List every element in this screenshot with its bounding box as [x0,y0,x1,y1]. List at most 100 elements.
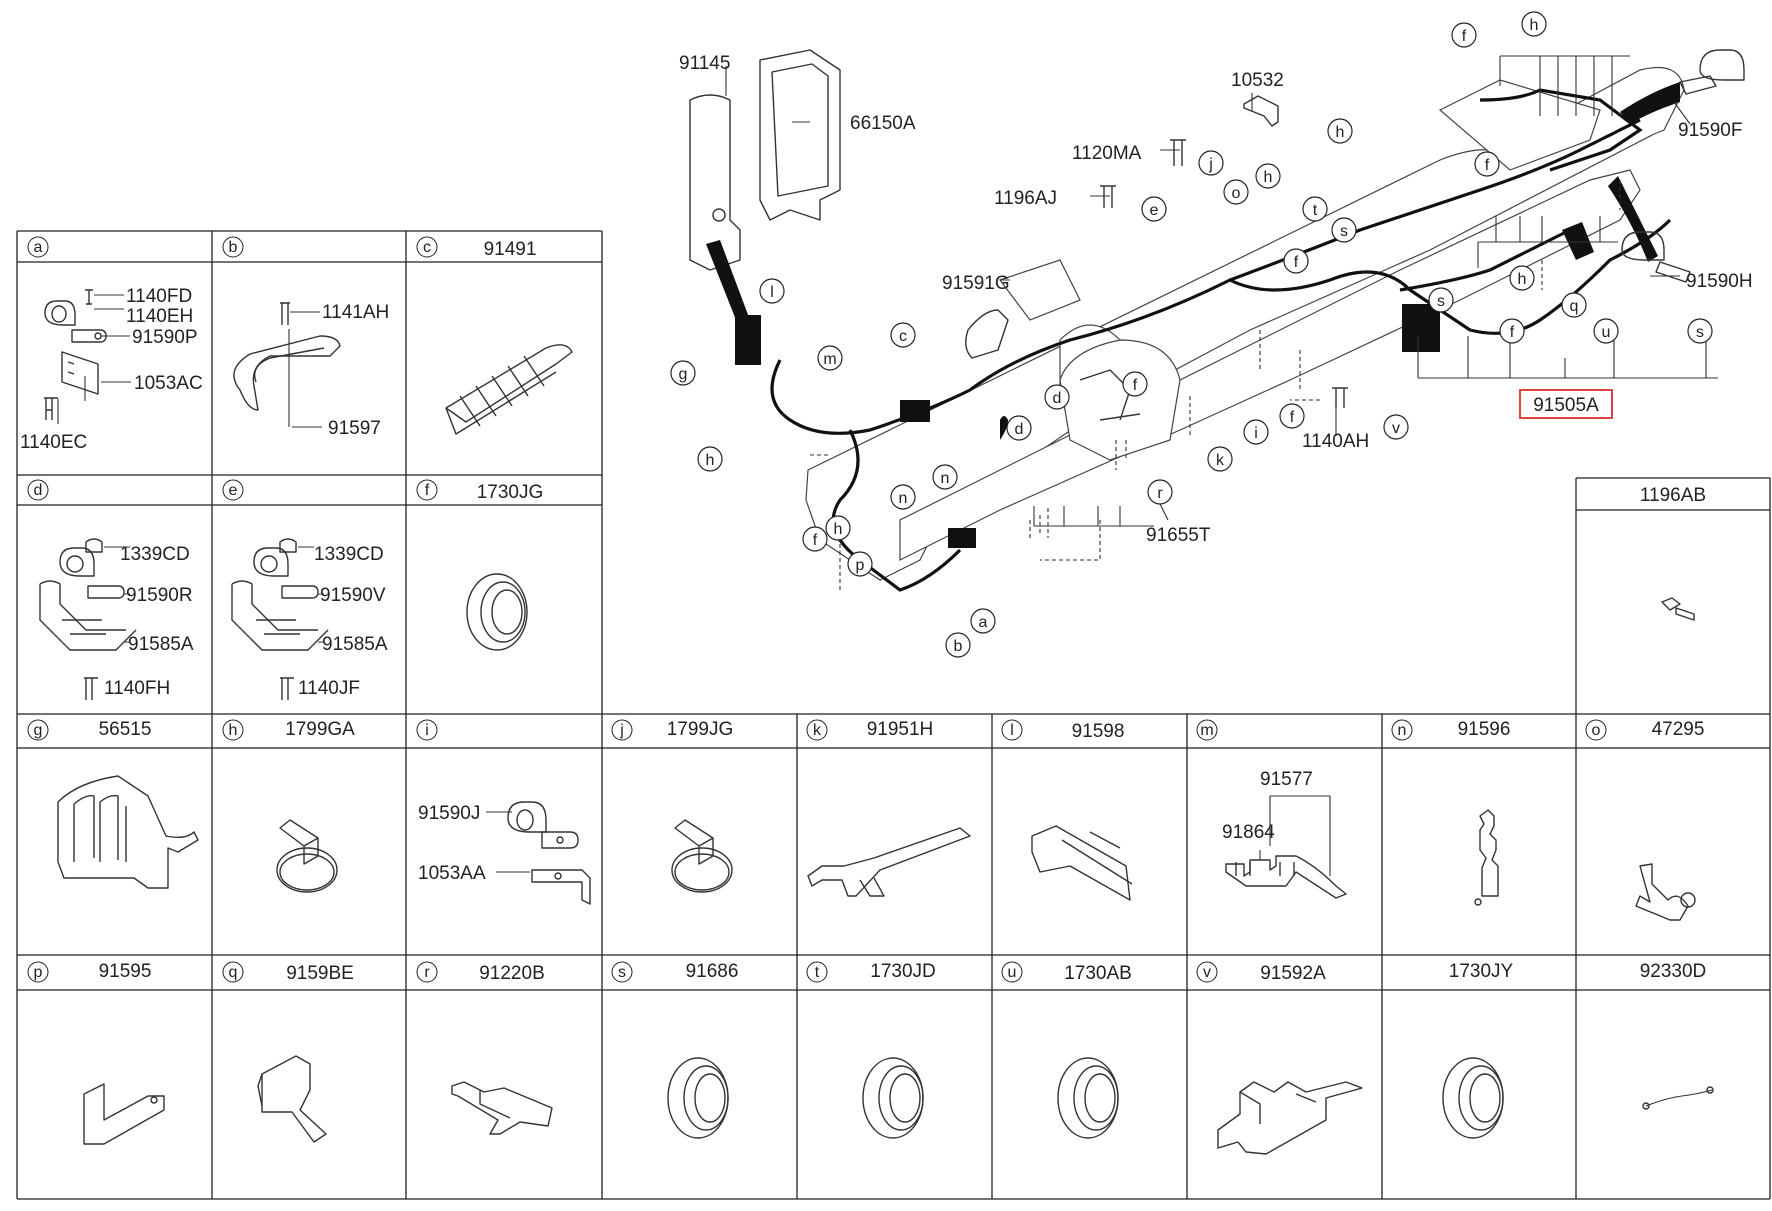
callout-label: m [823,351,836,368]
svg-text:91585A: 91585A [128,634,194,655]
callout-h: h [1327,118,1353,144]
svg-text:p: p [34,964,43,981]
callout-m: m [817,345,843,371]
callout-f: f [1474,151,1500,177]
callout-label: f [1133,377,1138,394]
svg-text:9159BE: 9159BE [286,963,354,984]
callout-q: q [1561,292,1587,318]
cell-g-drawing [57,775,199,889]
cell-l-drawing [1031,825,1133,901]
svg-text:n: n [1398,722,1407,739]
svg-text:1120MA: 1120MA [1072,143,1142,164]
svg-text:91590H: 91590H [1686,271,1753,292]
callout-s: s [1687,318,1713,344]
svg-text:c: c [423,239,431,256]
svg-text:u: u [1008,964,1017,981]
callout-h: h [697,446,723,472]
svg-text:1053AA: 1053AA [418,863,486,884]
cell-c-drawing [445,344,573,435]
callout-a: a [970,608,996,634]
callout-label: v [1392,420,1400,437]
cell-f-header: f 1730JG [416,479,544,503]
svg-text:91655T: 91655T [1146,525,1211,546]
callout-c: c [890,322,916,348]
svg-text:b: b [229,239,238,256]
svg-text:1140AH: 1140AH [1302,431,1369,452]
svg-text:91145: 91145 [679,53,730,74]
main-harness-drawing [689,49,1745,592]
callout-p: p [847,551,873,577]
callout-h: h [1509,265,1535,291]
callout-label: h [1530,17,1539,34]
callout-label: f [1290,409,1295,426]
callout-label: c [899,328,907,345]
callout-label: s [1696,324,1704,341]
callout-r: r [1147,479,1173,505]
svg-text:1141AH: 1141AH [322,302,389,323]
svg-text:1140EH: 1140EH [126,306,193,327]
svg-text:m: m [1200,722,1213,739]
svg-text:91592A: 91592A [1260,963,1326,984]
callout-label: e [1150,202,1159,219]
cell-v-drawing [1217,1081,1363,1155]
callout-d: d [1006,415,1032,441]
svg-text:91585A: 91585A [322,634,388,655]
svg-text:1730JD: 1730JD [870,961,936,982]
cell-p-drawing [83,1083,165,1145]
callout-l: l [759,278,785,304]
svg-text:e: e [229,482,238,499]
cell-e-drawing: 1339CD 91590V 91585A 1140JF [231,538,388,700]
cell-m-drawing: 91577 91864 [1222,769,1347,899]
svg-text:a: a [34,239,43,256]
cell-j-drawing [671,819,733,893]
svg-text:91598: 91598 [1072,721,1125,742]
svg-text:91590P: 91590P [132,327,198,348]
svg-text:1339CD: 1339CD [314,544,384,565]
svg-text:91864: 91864 [1222,822,1275,843]
callout-f: f [802,526,828,552]
callout-o: o [1223,179,1249,205]
callout-label: f [813,532,818,549]
svg-text:o: o [1592,722,1601,739]
callout-s: s [1428,287,1454,313]
callout-label: t [1313,202,1318,219]
callout-label: n [941,470,950,487]
svg-text:1730JG: 1730JG [477,482,544,503]
svg-text:f: f [425,482,430,499]
callout-label: j [1208,156,1213,173]
highlight-box [1519,389,1613,419]
callout-b: b [945,632,971,658]
callout-h: h [1521,11,1547,37]
callout-label: f [1510,324,1515,341]
cell-s-drawing [667,1057,729,1139]
callout-e: e [1141,196,1167,222]
cell-q-drawing [257,1055,327,1143]
svg-text:10532: 10532 [1231,70,1284,91]
callout-label: p [856,557,865,574]
callout-label: b [954,638,963,655]
cell-e-header: e [222,479,244,501]
callout-label: d [1053,390,1062,407]
callout-n: n [890,484,916,510]
callout-f: f [1499,318,1525,344]
svg-text:j: j [619,722,624,739]
cell-w-header: 1730JY [1449,961,1514,982]
cell-x-header: 92330D [1640,961,1707,982]
svg-text:1140FD: 1140FD [126,286,192,307]
callout-s: s [1331,217,1357,243]
cell-d-drawing: 1339CD 91590R 91585A 1140FH [39,538,194,700]
cell-r-drawing [451,1081,553,1135]
callout-f: f [1279,403,1305,429]
callout-n: n [932,464,958,490]
svg-text:91590J: 91590J [418,803,480,824]
callout-label: h [1336,124,1345,141]
cell-w-drawing [1442,1057,1504,1139]
callout-label: d [1015,421,1024,438]
